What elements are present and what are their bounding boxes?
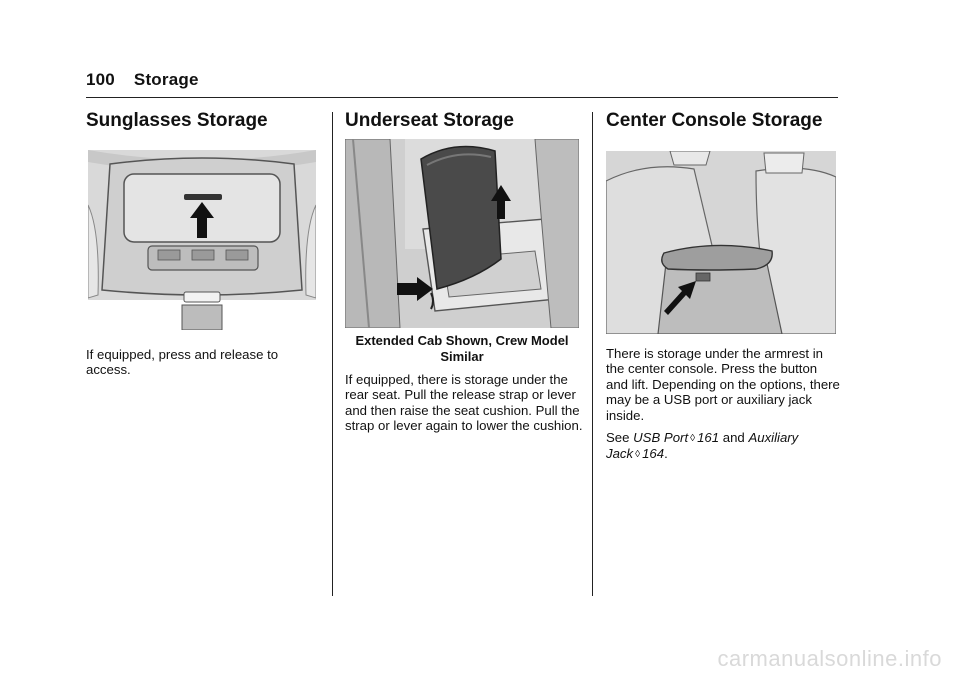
paragraph: There is storage under the armrest in th… [606, 346, 840, 423]
see-suffix: . [664, 446, 668, 462]
body-center-console: There is storage under the armrest in th… [606, 346, 842, 470]
paragraph: If equipped, there is storage under the … [345, 372, 583, 434]
heading-sunglasses-storage: Sunglasses Storage [86, 110, 268, 131]
watermark: carmanualsonline.info [717, 646, 942, 671]
body-underseat: If equipped, there is storage under the … [345, 372, 583, 441]
page-number: 100 [86, 70, 115, 89]
page-ref-icon: ◊ [690, 433, 696, 445]
column-underseat: Underseat Storage [345, 110, 581, 132]
paragraph: If equipped, press and release to access… [86, 347, 279, 378]
see-prefix: See [606, 430, 630, 446]
cross-reference: See USB Port◊161 and Auxiliary Jack◊164. [606, 430, 842, 463]
column-sunglasses: Sunglasses Storage [86, 110, 322, 132]
heading-underseat-storage: Underseat Storage [345, 110, 514, 131]
xref-usb-port[interactable]: USB Port [633, 430, 689, 446]
header-rule [86, 97, 838, 98]
figure-underseat-storage [345, 139, 579, 328]
column-divider-1 [332, 112, 333, 596]
heading-center-console-storage: Center Console Storage [606, 110, 823, 131]
column-center-console: Center Console Storage [606, 110, 842, 132]
column-divider-2 [592, 112, 593, 596]
xref-usb-port-page[interactable]: 161 [697, 430, 720, 446]
figure-caption: Extended Cab Shown, Crew Model Similar [355, 333, 569, 364]
see-middle: and [722, 430, 745, 446]
xref-auxiliary-jack-page[interactable]: 164 [642, 446, 665, 462]
figure-center-console [606, 151, 836, 334]
xref-auxiliary-jack[interactable]: Auxiliary Jack [606, 430, 799, 462]
section-title: Storage [133, 70, 199, 89]
page-ref-icon: ◊ [635, 449, 641, 461]
running-header: 100 Storage [86, 70, 199, 90]
figure-sunglasses-storage [88, 150, 316, 330]
body-sunglasses: If equipped, press and release to access… [86, 347, 322, 385]
